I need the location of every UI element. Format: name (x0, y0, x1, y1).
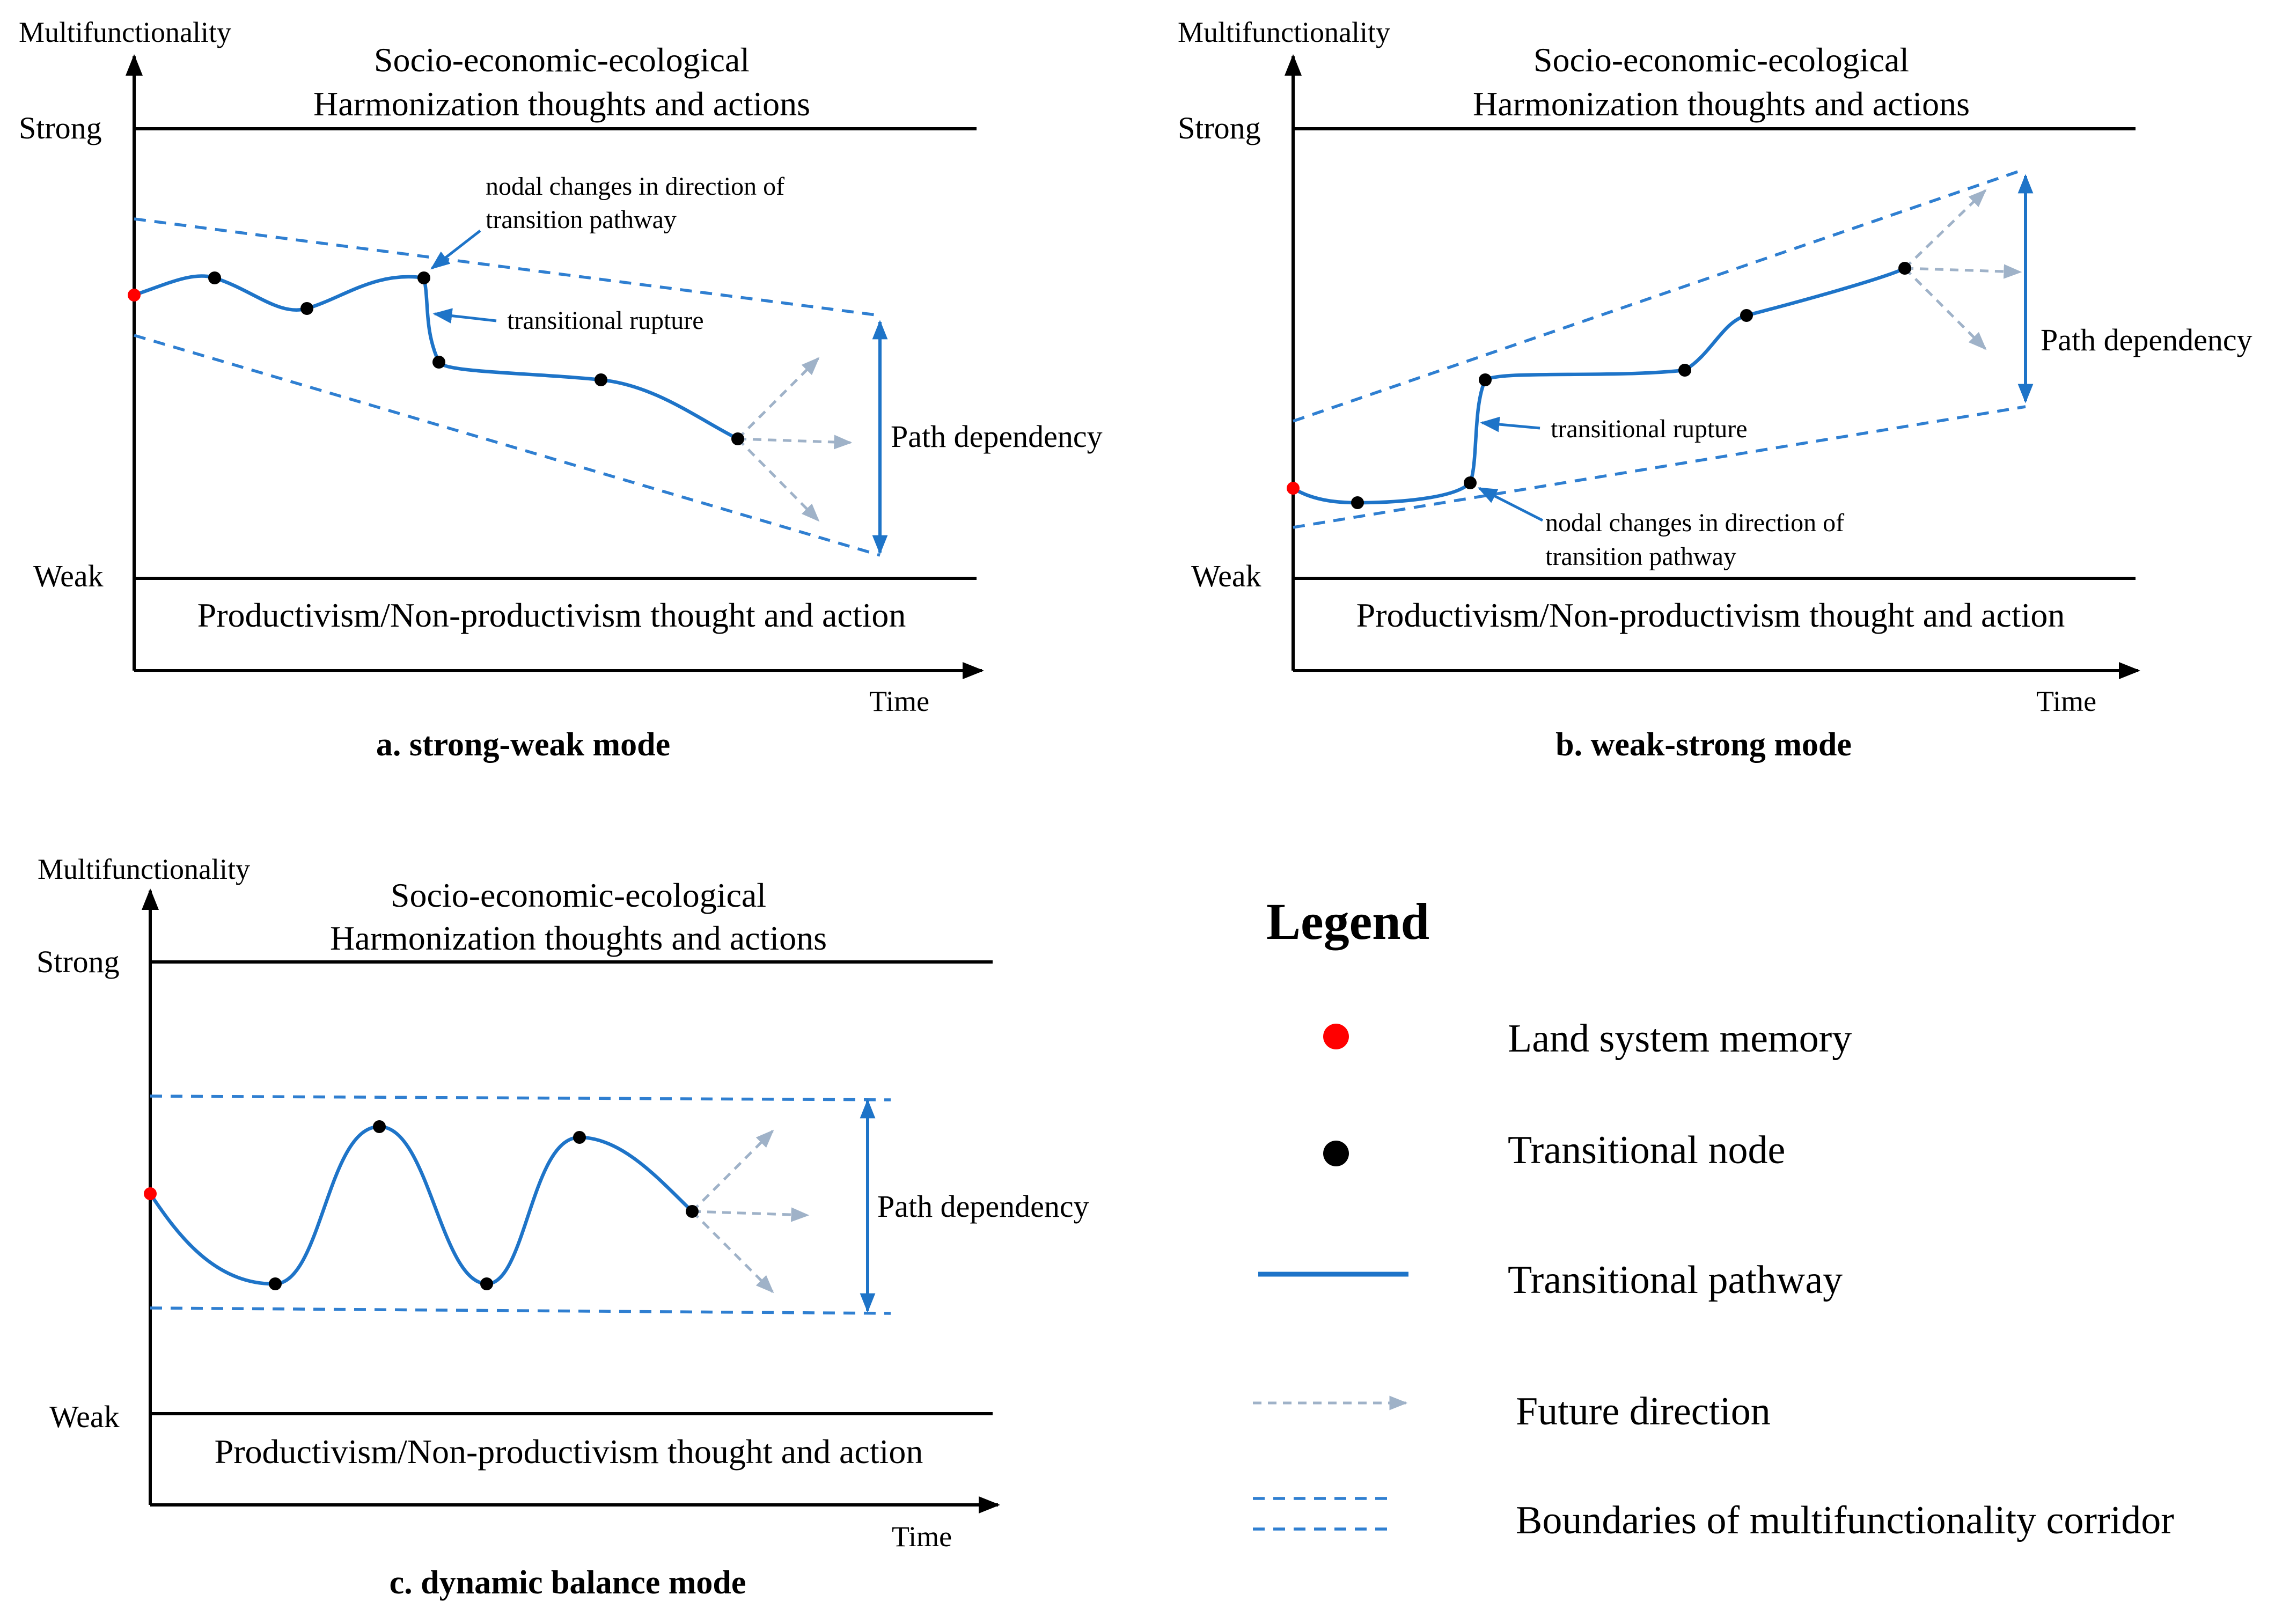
panel-c-transitional-node (269, 1277, 282, 1290)
legend-black-dot-icon (1323, 1141, 1349, 1166)
panel-b-nodal-change-annotation-line1: nodal changes in direction of (1545, 509, 1844, 537)
legend-item-label: Future direction (1516, 1390, 1771, 1434)
panel-a-future-up-arrow (737, 357, 820, 440)
panel-b-weak-label: Weak (1191, 559, 1261, 593)
panel-a-top-band-line1: Socio-economic-ecological (374, 41, 750, 79)
panel-b-transitional-node (1678, 364, 1691, 377)
legend-title: Legend (1266, 893, 1429, 950)
panel-b-transitional-node (1479, 373, 1492, 386)
panel-a-corridor-lower (134, 334, 880, 557)
panel-a-future-down-arrow (737, 438, 820, 522)
panel-c-transitional-pathway (149, 1125, 694, 1286)
panel-b-future-up-arrow (1904, 189, 1987, 269)
panel-a-strong-label: Strong (19, 111, 102, 145)
panel-c: Multifunctionality Time Socio-economic-e… (36, 853, 1089, 1601)
panel-c-path-dependency-label: Path dependency (877, 1189, 1089, 1224)
panel-a-top-band-line2: Harmonization thoughts and actions (313, 85, 810, 123)
panel-b-transitional-node (1351, 496, 1364, 509)
panel-b-top-band-line1: Socio-economic-ecological (1533, 41, 1909, 79)
panel-b-top-band-line2: Harmonization thoughts and actions (1473, 85, 1970, 123)
panel-c-top-band-line2: Harmonization thoughts and actions (330, 919, 827, 957)
panel-b-bottom-band: Productivism/Non-productivism thought an… (1356, 596, 2065, 634)
panel-b-transitional-pathway (1292, 267, 1906, 505)
panel-a-nodal-change-annotation-line2: transition pathway (486, 205, 677, 234)
legend-item-label: Boundaries of multifunctionality corrido… (1516, 1498, 2174, 1542)
panel-c-bottom-band: Productivism/Non-productivism thought an… (215, 1432, 923, 1471)
panel-a-caption: a. strong-weak mode (376, 726, 670, 763)
panel-a-transitional-node (417, 271, 430, 284)
panel-c-future-up-arrow (691, 1129, 774, 1213)
panel-c-future-flat-arrow (692, 1207, 810, 1222)
panel-a-weak-label: Weak (33, 559, 104, 593)
legend-red-dot-icon (1323, 1024, 1349, 1049)
panel-c-transitional-node (573, 1131, 586, 1144)
panel-a-bottom-band: Productivism/Non-productivism thought an… (197, 596, 906, 634)
panel-c-strong-label: Strong (36, 944, 120, 979)
panel-a-transitional-node (300, 302, 313, 315)
panel-b-transitional-node (1740, 309, 1753, 322)
panel-b-rupture-annotation: transitional rupture (1551, 415, 1748, 443)
panel-b-transitional-node (1898, 262, 1911, 275)
panel-b-y-axis-label: Multifunctionality (1178, 16, 1390, 48)
panel-a-transitional-node (432, 356, 445, 369)
panel-a-transitional-node (208, 271, 221, 284)
panel-b-path-dependency-label: Path dependency (2041, 322, 2252, 357)
panel-c-transitional-node (686, 1205, 699, 1218)
panel-a-rupture-annotation: transitional rupture (507, 306, 704, 335)
legend-item-label: Land system memory (1508, 1017, 1852, 1061)
panel-a-corridor-upper (134, 217, 880, 317)
panel-c-top-band-line1: Socio-economic-ecological (391, 876, 766, 914)
panel-a-nodal-change-annotation-line1: nodal changes in direction of (486, 172, 784, 201)
panel-a-rupture-callout-arrow (432, 308, 497, 324)
panel-b-caption: b. weak-strong mode (1555, 726, 1852, 763)
panel-a-y-axis-label: Multifunctionality (19, 16, 231, 48)
legend-item-label: Transitional pathway (1508, 1258, 1843, 1302)
panel-b-corridor-upper (1293, 167, 2026, 423)
panel-a-transitional-node (731, 432, 744, 445)
panel-c-future-down-arrow (691, 1210, 774, 1294)
panel-c-weak-label: Weak (49, 1399, 120, 1434)
legend: Legend Land system memory Transitional n… (1253, 893, 2174, 1542)
panel-a-land-system-memory-dot (128, 289, 141, 302)
panel-c-corridor-lower (150, 1306, 891, 1315)
panel-b: Multifunctionality Time Socio-economic-e… (1178, 16, 2252, 763)
panel-b-x-axis-label: Time (2036, 685, 2096, 717)
legend-item-label: Transitional node (1508, 1128, 1785, 1172)
panel-a-x-axis-label: Time (869, 685, 929, 717)
panel-b-transitional-node (1464, 476, 1477, 489)
panel-b-nodal-change-callout-arrow (1477, 487, 1544, 522)
panel-b-future-down-arrow (1904, 267, 1987, 350)
panel-a-transitional-node (595, 373, 607, 386)
panel-c-x-axis-label: Time (892, 1520, 952, 1553)
panel-b-rupture-callout-arrow (1480, 416, 1540, 432)
panel-c-land-system-memory-dot (144, 1187, 157, 1200)
panel-a: Multifunctionality Time Socio-economic-e… (19, 16, 1103, 763)
panel-b-corridor-lower (1293, 405, 2026, 529)
panel-a-path-dependency-label: Path dependency (891, 419, 1103, 454)
panel-b-land-system-memory-dot (1287, 482, 1300, 495)
panel-c-y-axis-label: Multifunctionality (38, 853, 250, 885)
panel-c-transitional-node (480, 1277, 493, 1290)
panel-b-strong-label: Strong (1178, 111, 1261, 145)
panel-c-transitional-node (373, 1120, 386, 1133)
panel-c-caption: c. dynamic balance mode (390, 1564, 746, 1601)
panel-a-nodal-change-callout-arrow (430, 230, 481, 270)
panel-a-future-flat-arrow (737, 435, 853, 450)
panel-b-future-flat-arrow (1904, 264, 2022, 279)
panel-c-corridor-upper (150, 1094, 891, 1101)
panel-b-nodal-change-annotation-line2: transition pathway (1545, 542, 1736, 571)
